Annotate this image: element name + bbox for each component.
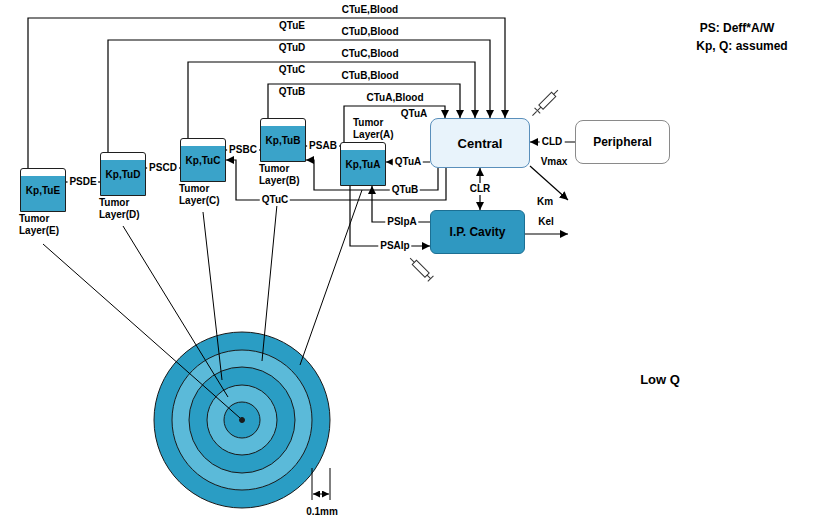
edge-label: PSIpA [385, 216, 418, 228]
edge-label: QTuA [393, 156, 423, 168]
compartment-box: Peripheral [575, 120, 670, 164]
node-text: Kp,TuD [106, 169, 141, 180]
compartment-box: Central [430, 118, 530, 168]
leader-line [43, 190, 362, 418]
node-text: I.P. Cavity [450, 225, 506, 239]
layer-label: Tumor Layer(E) [19, 213, 67, 237]
node-text: Kp,TuA [346, 159, 381, 170]
annotation-label: Kel [538, 216, 554, 228]
edge-label: CTuC,Blood [339, 48, 400, 60]
connector [268, 84, 460, 118]
annotation-label: Km [537, 196, 553, 208]
edge-label: PSAB [307, 140, 339, 152]
edge-label: CLR [468, 183, 493, 195]
node-text: Kp,TuB [266, 135, 301, 146]
edge-label: QTuB [390, 184, 420, 196]
edge-label: CLD [540, 136, 565, 148]
annotation-label: PS: Deff*A/W [700, 22, 775, 34]
edge-label: PSDE [67, 176, 98, 188]
annotation-label: QTuB [279, 86, 305, 98]
layer-label: Tumor Layer(A) [353, 117, 401, 141]
syringe-icon [530, 87, 561, 118]
tumor-layer-box: Kp,TuDTumor Layer(D) [100, 152, 146, 196]
annotation-label: 0.1mm [306, 506, 338, 518]
node-text: Kp,TuE [26, 185, 60, 196]
annotation-label: QTuA [401, 108, 427, 120]
annotation-label: QTuE [279, 20, 305, 32]
node-text: Kp,TuC [186, 155, 221, 166]
annotation-label: Kp, Q: assumed [696, 40, 787, 52]
annotation-label: Low Q [640, 374, 680, 386]
tumor-layer-box: Kp,TuETumor Layer(E) [20, 168, 66, 212]
layer-label: Tumor Layer(D) [99, 197, 147, 221]
annotation-label: QTuC [279, 64, 305, 76]
tumor-layer-box: Kp,TuATumor Layer(A) [340, 142, 386, 186]
edge-label: CTuD,Blood [339, 26, 400, 38]
edge-label: CTuE,Blood [340, 4, 400, 16]
scale-bar [312, 468, 330, 500]
compartment-box: I.P. Cavity [430, 210, 525, 254]
annotation-label: QTuD [279, 42, 305, 54]
layer-label: Tumor Layer(B) [259, 163, 307, 187]
tumor-layer-box: Kp,TuCTumor Layer(C) [180, 138, 226, 182]
syringe-icon [407, 255, 433, 281]
edge-label: PSCD [147, 162, 179, 174]
layer-label: Tumor Layer(C) [179, 183, 227, 207]
edge-label: PSAIp [378, 240, 411, 252]
edge-label: CTuB,Blood [339, 70, 400, 82]
edge-label: PSBC [227, 144, 259, 156]
tumor-cross-section [154, 332, 330, 508]
node-text: Peripheral [593, 135, 652, 149]
edge-label: CTuA,Blood [364, 92, 425, 104]
elimination-arrow [525, 166, 568, 234]
edge-label: QTuC [260, 194, 290, 206]
tumor-layer-box: Kp,TuBTumor Layer(B) [260, 118, 306, 162]
annotation-label: Vmax [541, 156, 568, 168]
node-text: Central [458, 136, 503, 151]
